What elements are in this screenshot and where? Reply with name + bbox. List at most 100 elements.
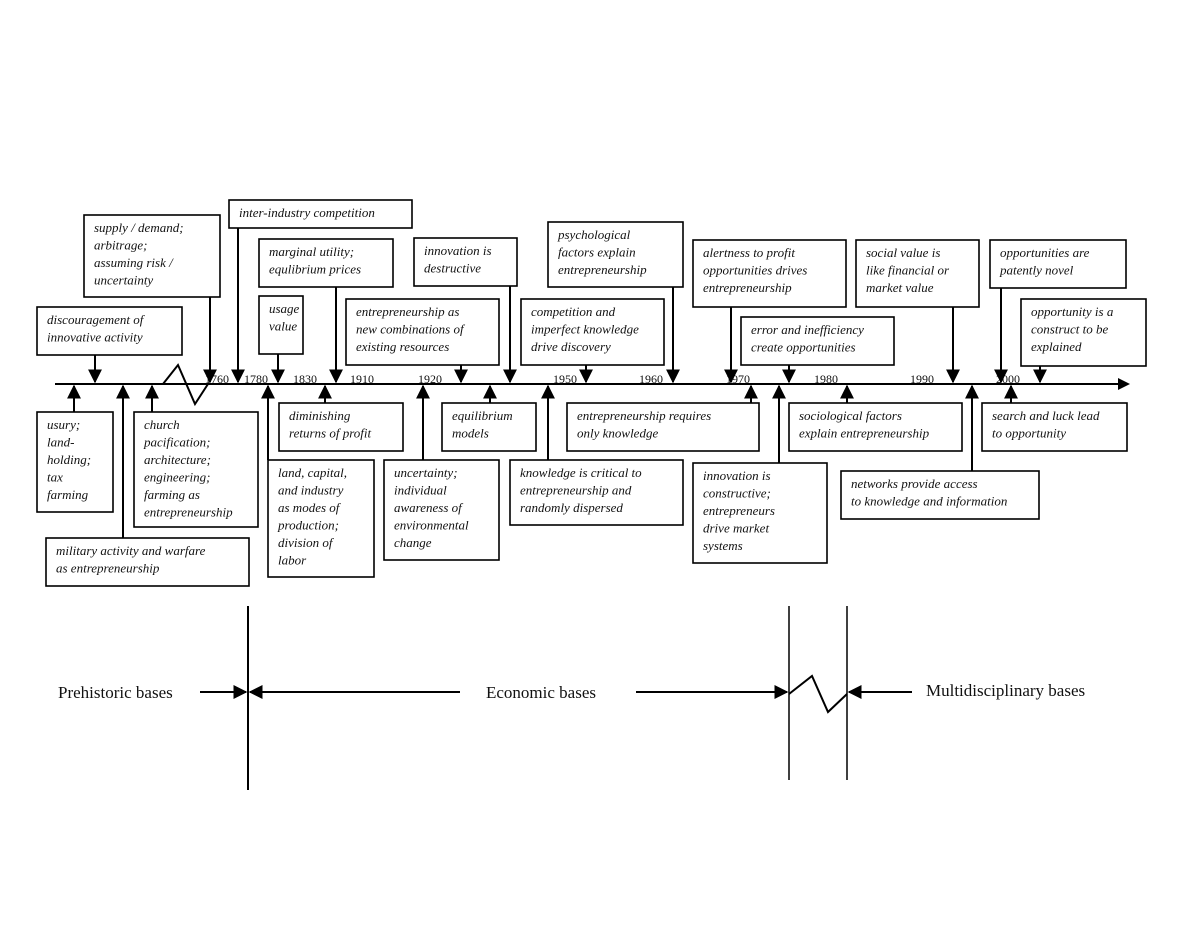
event-text-line: psychological	[557, 227, 631, 242]
event-text-line: change	[394, 535, 432, 550]
event-text-line: and industry	[278, 483, 344, 498]
event-text-line: uncertainty	[94, 273, 153, 288]
event-boxes: supply / demand;arbitrage;assuming risk …	[36, 199, 1147, 587]
event-text-line: imperfect knowledge	[531, 322, 639, 337]
event-text-line: individual	[394, 483, 447, 498]
event-text-line: farming	[47, 487, 89, 502]
event-box-requires-knowledge: entrepreneurship requires only knowledge	[566, 402, 760, 452]
event-text-line: innovation is	[424, 243, 492, 258]
event-text-line: opportunities drives	[703, 263, 807, 278]
event-text-line: entrepreneurship requires	[577, 408, 711, 423]
event-box-frame	[692, 462, 828, 564]
year-label-1920: 1920	[418, 372, 442, 386]
event-text-line: create opportunities	[751, 340, 856, 355]
event-text-line: holding;	[47, 452, 91, 467]
event-box-frame	[345, 298, 500, 366]
event-text-line: entrepreneurship	[144, 505, 233, 520]
event-text-line: only knowledge	[577, 426, 658, 441]
event-box-frame	[133, 411, 259, 528]
event-text-line: opportunity is a	[1031, 304, 1114, 319]
event-text-line: as modes of	[278, 500, 342, 515]
event-box-innovation-constructive: innovation isconstructive;entrepreneursd…	[692, 462, 828, 564]
event-text-line: labor	[278, 553, 307, 568]
event-text-line: assuming risk /	[94, 255, 174, 270]
event-text-line: construct to be	[1031, 322, 1108, 337]
event-box-frame	[228, 199, 413, 229]
event-text-line: market value	[866, 280, 934, 295]
event-text-line: land-	[47, 435, 74, 450]
event-text-line: pacification;	[143, 435, 210, 450]
year-label-1960: 1960	[639, 372, 663, 386]
event-text-line: engineering;	[144, 470, 210, 485]
event-text-line: value	[269, 319, 297, 334]
event-text-line: as entrepreneurship	[56, 561, 160, 576]
event-box-frame	[83, 214, 221, 298]
event-box-frame	[509, 459, 684, 526]
event-text-line: returns of profit	[289, 426, 371, 441]
event-box-usury: usury; land-holding; tax farming	[36, 411, 114, 513]
event-box-frame	[692, 239, 847, 308]
event-box-frame	[45, 537, 250, 587]
event-text-line: explain entrepreneurship	[799, 426, 930, 441]
event-text-line: constructive;	[703, 486, 771, 501]
event-box-frame	[981, 402, 1128, 452]
timeline-arrowhead	[1118, 378, 1130, 390]
event-text-line: existing resources	[356, 339, 449, 354]
year-label-1990: 1990	[910, 372, 934, 386]
event-text-line: usury;	[47, 417, 80, 432]
event-box-frame	[840, 470, 1040, 520]
year-label-1760: 1760	[205, 372, 229, 386]
event-text-line: tax	[47, 470, 63, 485]
event-text-line: opportunities are	[1000, 245, 1090, 260]
event-box-land-capital: land, capital, and industry as modes of pro…	[267, 459, 375, 578]
event-text-line: production;	[277, 518, 339, 533]
event-text-line: entrepreneurship	[703, 280, 792, 295]
year-label-1830: 1830	[293, 372, 317, 386]
event-box-knowledge-critical: knowledge is critical toentrepreneurship…	[509, 459, 684, 526]
event-text-line: entrepreneurship	[558, 262, 647, 277]
event-text-line: search and luck lead	[992, 408, 1100, 423]
event-text-line: uncertainty;	[394, 465, 458, 480]
event-text-line: models	[452, 426, 489, 441]
event-text-line: equlibrium prices	[269, 262, 361, 277]
timeline-break-icon	[162, 363, 209, 407]
event-text-line: new combinations of	[356, 322, 466, 337]
event-box-frame	[441, 402, 537, 452]
year-label-1950: 1950	[553, 372, 577, 386]
year-label-2000: 2000	[996, 372, 1020, 386]
event-box-frame	[267, 459, 375, 578]
event-box-frame	[740, 316, 895, 366]
event-box-frame	[36, 306, 183, 356]
event-text-line: inter-industry competition	[239, 205, 375, 220]
event-connectors	[67, 228, 1047, 538]
event-text-line: land, capital,	[278, 465, 347, 480]
event-text-line: church	[144, 417, 180, 432]
event-box-frame	[989, 239, 1127, 289]
event-text-line: knowledge is critical to	[520, 465, 642, 480]
event-text-line: usage	[269, 301, 300, 316]
event-text-line: farming as	[144, 487, 200, 502]
event-text-line: innovative activity	[47, 330, 143, 345]
event-text-line: drive discovery	[531, 339, 611, 354]
prehistoric-bases-label: Prehistoric bases	[58, 683, 173, 702]
year-label-1910: 1910	[350, 372, 374, 386]
event-box-frame	[1020, 298, 1147, 367]
event-box-supply-demand: supply / demand;arbitrage;assuming risk …	[83, 214, 221, 298]
event-box-frame	[520, 298, 665, 366]
event-text-line: destructive	[424, 261, 481, 276]
event-box-frame	[383, 459, 500, 561]
event-box-frame	[258, 295, 304, 355]
event-box-usage-value: usage value	[258, 295, 304, 355]
event-box-frame	[855, 239, 980, 308]
event-text-line: awareness of	[394, 500, 464, 515]
